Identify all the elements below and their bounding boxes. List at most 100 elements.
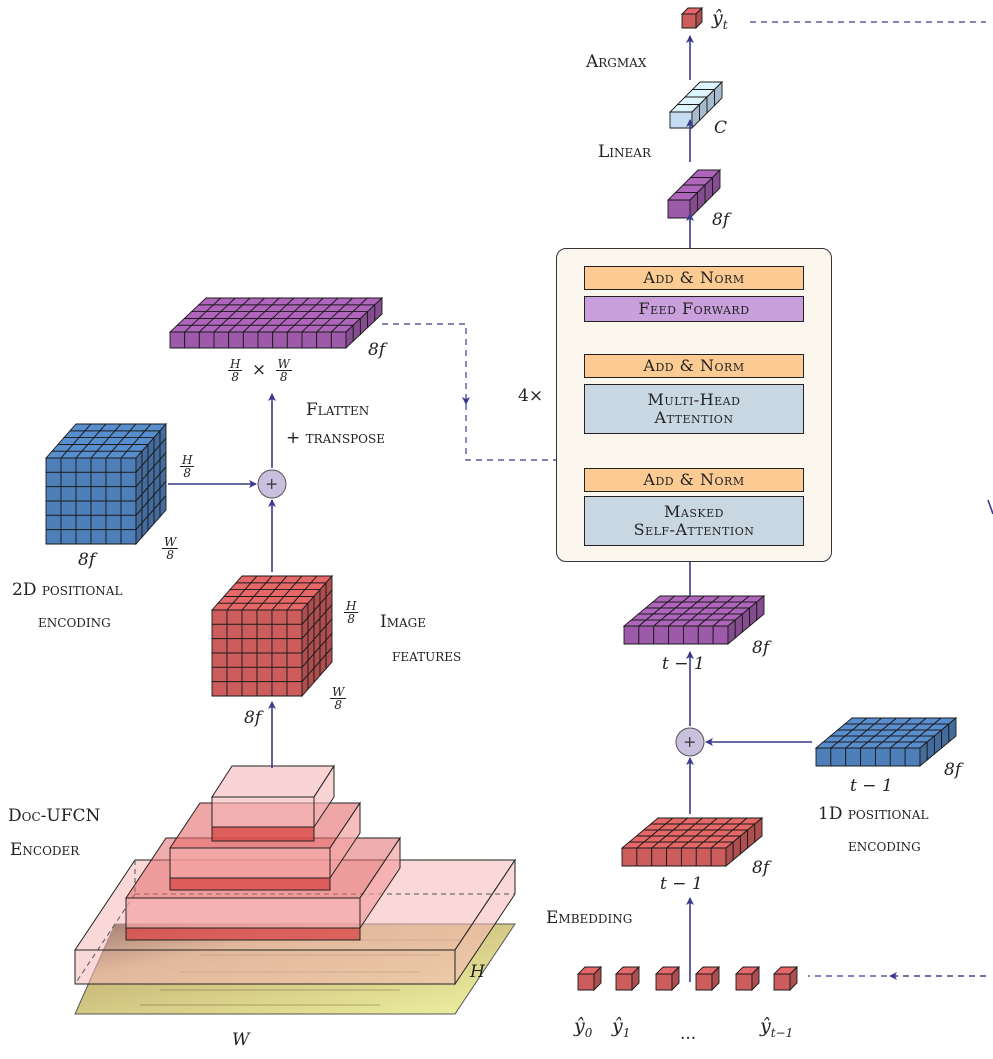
side-cell [631,965,640,992]
front-cell [653,625,670,645]
front-cell [60,457,77,473]
front-cell [45,514,62,531]
front-cell [75,486,92,502]
front-cell [666,847,682,867]
positional-encoding-1d-slab [814,717,958,767]
side-cell [695,6,703,30]
embedding-label: Embedding [546,908,633,928]
front-cell [271,681,288,697]
front-cell [211,681,228,697]
front-cell [773,973,791,991]
token-ylast: ŷt−1 [760,1015,794,1040]
front-cell [105,500,122,516]
front-cell [256,681,273,697]
pos1d-depth: 8f [944,760,962,780]
mha-label-line2: Attention [654,408,734,427]
pos2d-label-line2: encoding [38,612,111,632]
front-cell [60,486,77,502]
decoder-repeat-label: 4× [518,386,544,406]
front-cell [90,486,107,502]
linear-output-rod [666,168,722,220]
front-cell [669,111,693,129]
front-cell [651,847,668,867]
front-cell [271,638,288,654]
front-cell [241,652,258,668]
front-cell [316,331,332,349]
sum-node-decoder [675,727,705,757]
multi-head-attention-layer: Multi-Head Attention [584,384,804,434]
front-cell [256,666,273,683]
decoder-input-depth: 8f [752,638,770,658]
image-features-label-line1: Image [380,612,427,632]
front-cell [211,623,228,640]
front-cell [623,625,640,645]
front-cell [286,681,303,697]
front-cell [695,847,712,867]
front-cell [211,666,228,683]
front-cell [105,457,122,473]
front-cell [45,500,62,516]
pos1d-length: t − 1 [850,776,893,796]
msa-label-line1: Masked [664,502,724,521]
front-cell [90,500,107,516]
pos1d-label-line1: 1D positional [818,804,929,824]
front-cell [889,747,906,767]
embedding-length: t − 1 [660,874,703,894]
front-cell [682,625,699,645]
pos2d-label-line1: 2D positional [12,580,123,600]
front-cell [120,514,137,531]
front-cell [286,623,303,640]
front-cell [60,514,77,531]
argmax-label: Argmax [586,52,647,72]
side-cell [714,80,723,107]
front-cell [226,652,243,668]
front-cell [105,514,122,531]
front-cell [45,529,62,545]
side-cell [754,817,763,843]
front-cell [668,625,684,645]
front-cell [655,973,673,991]
front-cell [169,331,186,349]
front-cell [286,652,303,668]
masked-self-attention-layer: Masked Self-Attention [584,496,804,546]
image-features-depth: 8f [244,708,262,728]
front-cell [271,609,288,625]
add-norm-3: Add & Norm [584,468,804,492]
msa-label-line2: Self-Attention [633,520,755,539]
front-cell [120,486,137,502]
front-cell [271,666,288,683]
pos1d-label-line2: encoding [848,836,921,856]
front-cell [286,666,303,683]
front-cell [45,471,62,488]
front-cell [75,529,92,545]
front-cell [105,486,122,502]
flatten-label-line1: Flatten [306,400,370,420]
front-cell [286,331,303,349]
front-cell [330,331,347,349]
embedding-slab [620,817,764,867]
front-cell [60,529,77,545]
token-y0: ŷ0 [574,1015,593,1040]
front-cell [241,681,258,697]
front-cell [45,486,62,502]
sum-plus-encoder: + [265,474,279,493]
side-cell [374,296,383,322]
front-cell [636,847,653,867]
side-cell [948,717,957,743]
linear-label: Linear [598,142,651,162]
front-cell [904,747,921,767]
flatten-depth: 8f [368,340,386,360]
front-cell [681,13,697,29]
encoder-title-line2: Encoder [10,840,80,860]
positional-encoding-2d-cube [45,422,167,546]
feedback-arrow-tip [987,499,993,515]
front-cell [211,609,228,625]
front-cell [198,331,215,349]
front-cell [60,471,77,488]
front-cell [256,623,273,640]
front-cell [256,609,273,625]
front-cell [286,638,303,654]
sum-plus-decoder: + [683,732,697,751]
